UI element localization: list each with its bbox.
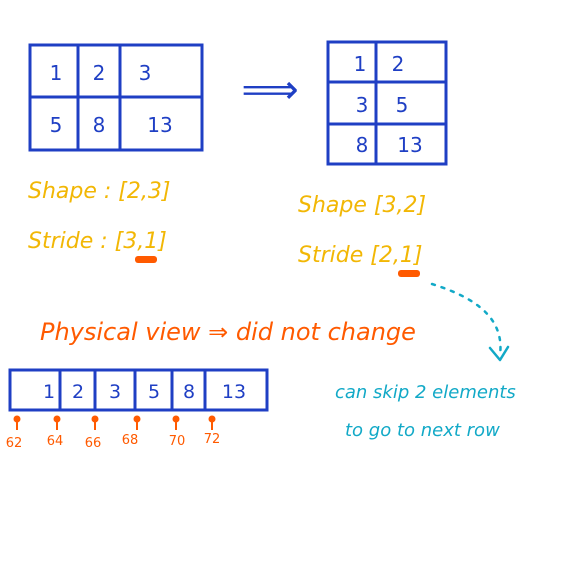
address-pointer-head-icon <box>91 415 99 423</box>
original-cell: 1 <box>50 61 63 85</box>
memory-address: 62 <box>6 436 23 451</box>
original-shape: Shape : [2,3] <box>28 179 170 204</box>
dotted-arrow-head-icon <box>488 345 510 362</box>
transposed-matrix-border <box>326 40 448 166</box>
address-pointer-head-icon <box>133 415 141 423</box>
transposed-cell: 2 <box>392 52 405 76</box>
address-pointer-head-icon <box>13 415 21 423</box>
memory-cell: 1 <box>43 381 55 403</box>
original-shape-label: Shape : <box>28 179 118 204</box>
address-pointer-head-icon <box>172 415 180 423</box>
transposed-cell: 3 <box>356 93 369 117</box>
memory-address: 72 <box>204 432 221 447</box>
address-pointer-head-icon <box>53 415 61 423</box>
memory-address: 66 <box>85 436 102 451</box>
original-cell: 3 <box>139 61 152 85</box>
transposed-cell: 8 <box>356 133 369 157</box>
original-cell: 13 <box>147 113 172 137</box>
transposed-shape-label: Shape <box>298 193 374 218</box>
original-cell: 8 <box>93 113 106 137</box>
original-matrix: 1 2 3 5 8 13 <box>28 43 204 152</box>
original-cell: 5 <box>50 113 63 137</box>
memory-cell: 2 <box>72 381 84 403</box>
annotation-line-2: to go to next row <box>345 420 500 441</box>
original-shape-value: [2,3] <box>118 179 170 204</box>
memory-layout: 1 2 3 5 8 13 <box>8 368 269 412</box>
dotted-arrow-icon <box>430 282 502 357</box>
memory-strip-border <box>8 368 269 412</box>
implies-arrow-icon: ⟹ <box>241 67 298 113</box>
transposed-shape-value: [3,2] <box>374 193 426 218</box>
memory-address: 70 <box>169 434 186 449</box>
transposed-stride-value: [2,1] <box>370 243 422 268</box>
stride-highlight-mark <box>135 256 157 263</box>
original-stride-label: Stride : <box>28 229 115 254</box>
transposed-shape: Shape [3,2] <box>298 193 426 218</box>
transposed-cell: 13 <box>397 133 422 157</box>
original-stride-value: [3,1] <box>115 229 167 254</box>
memory-address: 68 <box>122 433 139 448</box>
transposed-matrix: 1 2 3 5 8 13 <box>326 40 448 166</box>
transposed-cell: 1 <box>354 52 367 76</box>
memory-cell: 3 <box>109 381 121 403</box>
transposed-stride-label: Stride <box>298 243 370 268</box>
original-cell: 2 <box>93 61 106 85</box>
physical-view-heading: Physical view ⇒ did not change <box>40 318 416 346</box>
transposed-stride: Stride [2,1] <box>298 243 422 268</box>
memory-cell: 13 <box>222 381 246 403</box>
memory-cell: 5 <box>148 381 160 403</box>
address-pointers <box>13 415 216 430</box>
original-stride: Stride : [3,1] <box>28 229 167 254</box>
address-pointer-head-icon <box>208 415 216 423</box>
annotation-line-1: can skip 2 elements <box>335 382 516 403</box>
stride-highlight-mark <box>398 270 420 277</box>
transposed-cell: 5 <box>396 93 409 117</box>
memory-cell: 8 <box>183 381 195 403</box>
memory-address: 64 <box>47 434 64 449</box>
